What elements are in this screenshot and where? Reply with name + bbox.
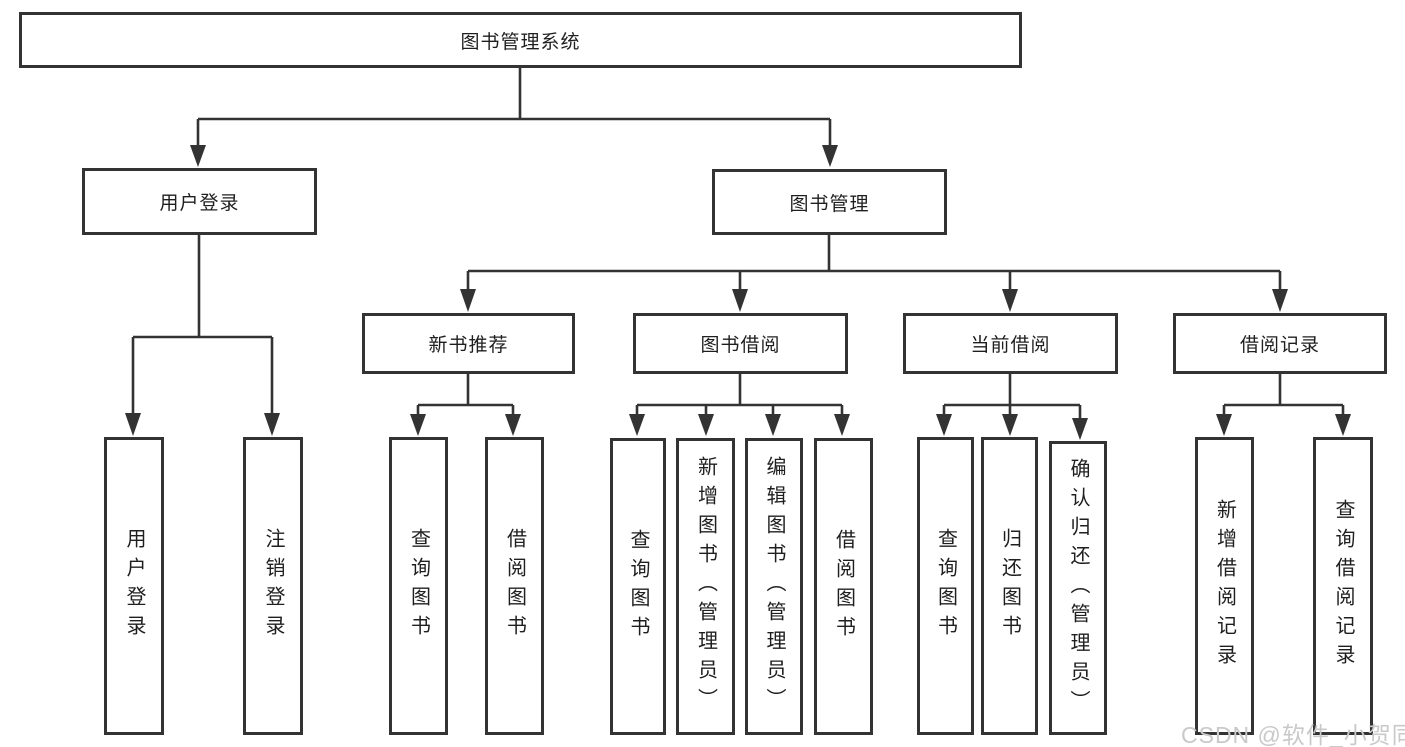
leaf-current-return-books: 归还图书: [981, 437, 1038, 735]
node-borrowing-records: 借阅记录: [1173, 313, 1387, 374]
leaf-borrowing-add-books-admin: 新增图书（管理员）: [676, 438, 735, 735]
node-new-book-recommend: 新书推荐: [362, 313, 575, 374]
leaf-recommend-borrow-books: 借阅图书: [485, 437, 544, 735]
leaf-borrowing-query-books: 查询图书: [610, 438, 666, 735]
leaf-current-query-books: 查询图书: [917, 437, 974, 735]
node-current-borrowing: 当前借阅: [903, 313, 1118, 374]
leaf-current-confirm-return-admin: 确认归还（管理员）: [1049, 441, 1107, 735]
leaf-borrowing-borrow-books: 借阅图书: [814, 438, 873, 735]
leaf-logout: 注销登录: [243, 437, 303, 735]
leaf-recommend-query-books: 查询图书: [389, 437, 448, 735]
csdn-watermark: CSDN @软件_小贺同学: [1181, 722, 1405, 747]
leaf-records-add-borrow-record: 新增借阅记录: [1195, 437, 1254, 735]
node-book-management: 图书管理: [712, 169, 947, 235]
leaf-user-login: 用户登录: [104, 437, 164, 735]
node-user-login: 用户登录: [82, 168, 317, 235]
node-book-borrowing: 图书借阅: [633, 313, 848, 374]
leaf-borrowing-edit-books-admin: 编辑图书（管理员）: [745, 438, 803, 735]
leaf-records-query-borrow-record: 查询借阅记录: [1313, 437, 1373, 735]
node-library-management-system: 图书管理系统: [19, 12, 1022, 68]
